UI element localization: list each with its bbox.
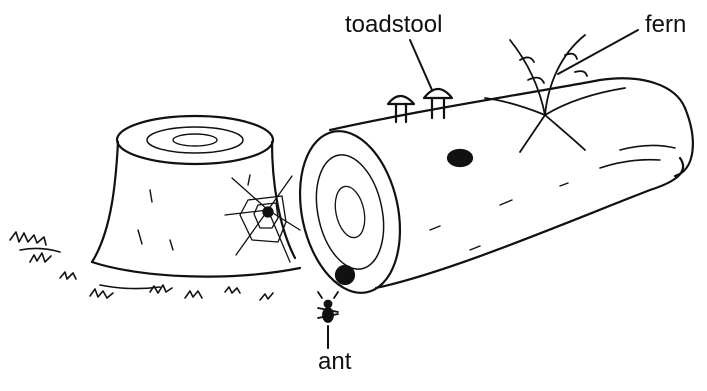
ant bbox=[318, 292, 338, 322]
fern-plant bbox=[485, 35, 625, 152]
tree-stump bbox=[92, 116, 300, 277]
fern-leader-line bbox=[558, 30, 638, 74]
label-leader-lines bbox=[328, 30, 638, 348]
ant-label: ant bbox=[318, 350, 351, 374]
toadstool-label: toadstool bbox=[345, 13, 442, 37]
spider-web bbox=[225, 176, 300, 262]
fern-label: fern bbox=[645, 13, 686, 37]
fallen-log bbox=[286, 78, 693, 302]
toadstool-leader-line bbox=[410, 40, 432, 90]
